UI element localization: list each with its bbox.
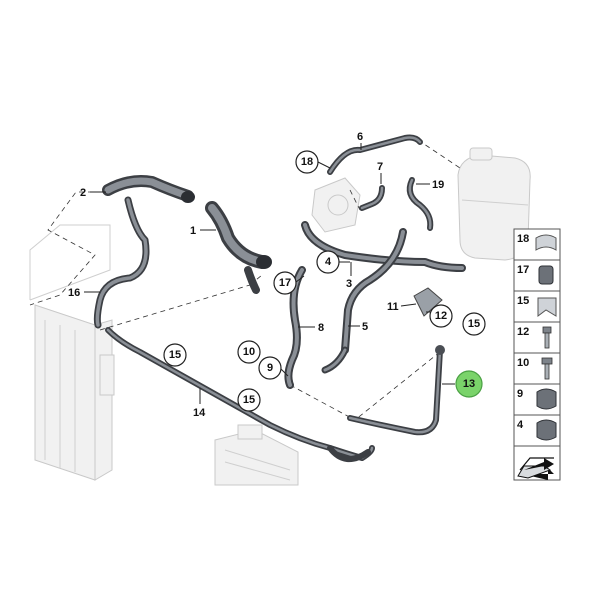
legend-item-17: 17: [513, 259, 561, 292]
pipe-part-13: [347, 345, 445, 436]
callout-label-4: 4: [325, 256, 332, 268]
hose-part-6: [327, 134, 423, 175]
legend-arrow-box: [513, 445, 561, 481]
callout-label-15-b: 15: [243, 394, 255, 406]
callout-12: 12: [426, 304, 453, 328]
callout-label-3: 3: [346, 278, 352, 290]
callout-2: 2: [80, 187, 106, 199]
legend-label-15: 15: [517, 295, 529, 307]
callout-label-10: 10: [243, 346, 255, 358]
legend-item-15: 15: [513, 290, 561, 323]
callout-label-5: 5: [362, 321, 368, 333]
callout-3: 3: [346, 262, 352, 290]
callout-18: 18: [295, 150, 331, 174]
callout-label-16: 16: [68, 287, 80, 299]
callout-label-8: 8: [318, 322, 324, 334]
callout-11: 11: [387, 301, 417, 313]
callout-1: 1: [190, 225, 216, 237]
callout-label-19: 19: [432, 179, 444, 191]
legend-panel: 18 17 15 12 10: [513, 228, 561, 481]
callout-7: 7: [377, 161, 383, 184]
thermostat-housing-ghost: [311, 177, 361, 233]
callout-label-17: 17: [279, 277, 291, 289]
hose-part-16: [93, 196, 150, 329]
legend-label-10: 10: [517, 357, 529, 369]
legend-label-9: 9: [517, 388, 523, 400]
pipe-part-14: [105, 327, 375, 462]
legend-label-17: 17: [517, 264, 529, 276]
callout-label-6: 6: [357, 131, 363, 143]
callout-10: 10: [237, 340, 261, 364]
callout-label-2: 2: [80, 187, 86, 199]
bracket-part-11: [413, 287, 443, 317]
callout-9: 9: [258, 356, 289, 380]
callout-6: 6: [357, 131, 363, 150]
callout-15-c: 15: [462, 312, 486, 336]
arrow-icon: [524, 458, 554, 470]
callout-label-11: 11: [387, 301, 399, 313]
legend-label-18: 18: [517, 233, 529, 245]
callout-label-9: 9: [267, 362, 273, 374]
hose-part-3: [301, 221, 466, 354]
callout-14: 14: [193, 388, 206, 419]
legend-label-12: 12: [517, 326, 529, 338]
hose-part-8: [284, 266, 306, 389]
callout-5: 5: [348, 321, 368, 333]
legend-item-9: 9: [513, 383, 561, 416]
callout-label-7: 7: [377, 161, 383, 173]
callout-15-b: 15: [237, 388, 261, 412]
hose-part-5: [321, 346, 349, 374]
hose-part-2: [102, 175, 195, 203]
hose-part-7: [359, 185, 385, 211]
callout-19: 19: [416, 179, 444, 191]
callout-label-14: 14: [193, 407, 206, 419]
legend-item-18: 18: [513, 228, 561, 261]
hose-part-19: [406, 177, 434, 231]
callout-label-15-a: 15: [169, 349, 181, 361]
legend-item-10: 10: [513, 352, 561, 385]
callout-label-18: 18: [301, 156, 313, 168]
callout-17: 17: [273, 271, 305, 295]
callout-16: 16: [68, 287, 100, 299]
callout-label-12: 12: [435, 310, 447, 322]
callout-13: 13: [442, 370, 483, 398]
legend-label-4: 4: [517, 419, 524, 431]
hose-part-1: [205, 201, 272, 294]
callout-label-15-c: 15: [468, 318, 480, 330]
callout-label-1: 1: [190, 225, 196, 237]
callout-4: 4: [316, 250, 350, 274]
callout-15-a: 15: [163, 343, 187, 367]
callout-8: 8: [298, 322, 324, 334]
callout-label-13: 13: [463, 378, 475, 390]
legend-item-12: 12: [513, 321, 561, 354]
radiator-ghost: [29, 224, 115, 481]
heat-exchanger-ghost: [214, 424, 299, 486]
legend-item-4: 4: [513, 414, 561, 447]
